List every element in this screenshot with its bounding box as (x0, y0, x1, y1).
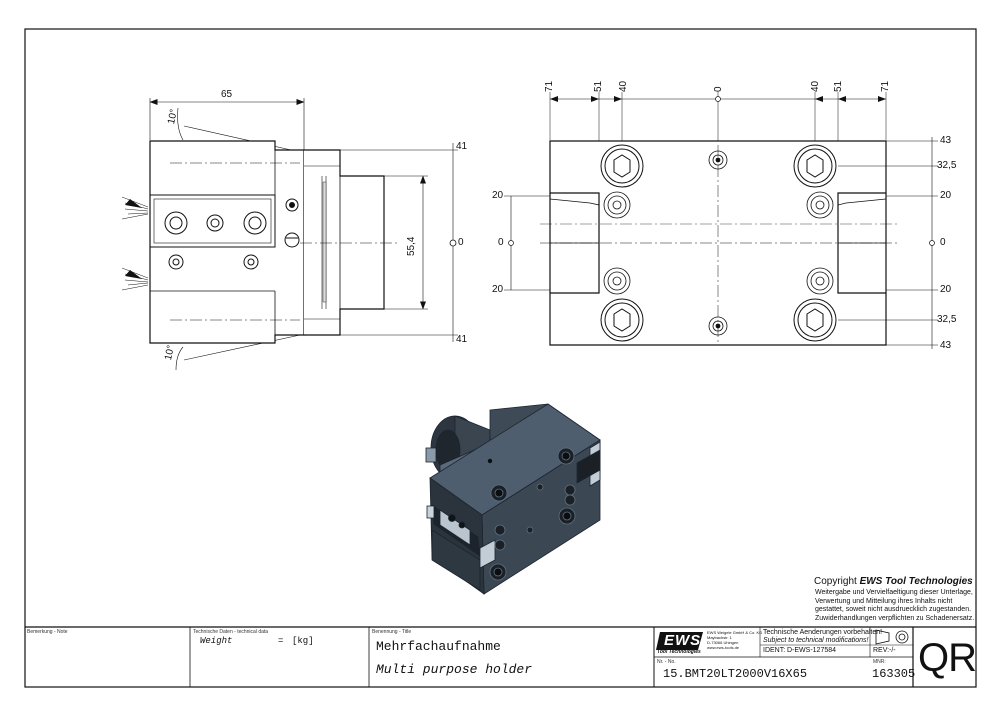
dim-width-65: 65 (221, 89, 233, 100)
techdata-label: Technische Daten - technical data (193, 629, 269, 635)
title-english: Multi purpose holder (376, 662, 533, 677)
dim-right-43-bottom: 43 (940, 340, 952, 351)
weight-unit: [kg] (292, 636, 314, 646)
dim-right-43-top: 43 (940, 135, 952, 146)
ident-label: IDENT: (763, 647, 786, 654)
dim-right-0: 0 (940, 237, 946, 248)
dim-top-71-right: 71 (880, 80, 891, 92)
copyright-line: gestattet, soweit nicht ausdruecklich zu… (815, 606, 972, 613)
rev-value: -/- (889, 647, 896, 654)
dim-right-20-bottom: 20 (940, 284, 952, 295)
dim-left-20-bottom: 20 (492, 284, 504, 295)
dim-top-40-left: 40 (618, 80, 629, 92)
dim-right-32-5-bottom: 32,5 (937, 314, 957, 325)
notice-english: Subject to technical modifications! (763, 637, 869, 644)
dim-right-bottom: 41 (456, 334, 468, 345)
title-block-frame (25, 626, 976, 687)
dim-top-40-right: 40 (810, 80, 821, 92)
remark-label: Bemerkung - Note (27, 629, 68, 635)
copyright-brand: EWS Tool Technologies (859, 576, 973, 587)
company-line: EWS Weigele GmbH & Co. KG (707, 630, 763, 635)
dim-right-top: 41 (456, 141, 468, 152)
dim-top-71-left: 71 (544, 80, 555, 92)
dim-right-32-5-top: 32,5 (937, 160, 957, 171)
copyright-text: Weitergabe und Vervielfaeltigung dieser … (815, 589, 974, 623)
ews-logo-sub: Tool Technologies (657, 649, 701, 655)
dim-right-zero: 0 (458, 237, 464, 248)
company-line: Maybachstr. 1 (707, 635, 732, 640)
company-line: www.ews-tools.de (707, 645, 740, 650)
ident-value: D-EWS-127584 (787, 647, 837, 654)
number-label: Nr. - No. (657, 659, 676, 665)
part-number: 15.BMT20LT2000V16X65 (663, 667, 808, 681)
ews-logo: EWS (664, 632, 702, 649)
title-german: Mehrfachaufnahme (376, 639, 501, 654)
copyright-line: Zuwiderhandlungen verpflichten zu Schade… (815, 614, 975, 622)
qr-label: QR (918, 636, 977, 680)
dim-top-0: 0 (713, 86, 724, 92)
dim-top-51-right: 51 (833, 80, 844, 92)
copyright-prefix: Copyright (814, 576, 860, 587)
copyright-line: Verwertung und Mitteilung ihres Inhalts … (815, 597, 953, 605)
dim-right-20-top: 20 (940, 190, 952, 201)
weight-equals: = (278, 636, 284, 646)
dim-left-0: 0 (498, 237, 504, 248)
rev-label: REV: (873, 647, 890, 654)
company-address: EWS Weigele GmbH & Co. KG Maybachstr. 1 … (707, 630, 762, 650)
dim-left-20-top: 20 (492, 190, 504, 201)
isometric-view (425, 403, 601, 595)
company-line: D-73066 Uhingen (707, 640, 739, 645)
name-label: Benennung - Title (372, 629, 412, 635)
drawing-frame (24, 28, 977, 688)
dim-top-51-left: 51 (593, 80, 604, 92)
notice-german: Technische Aenderungen vorbehalten! (763, 629, 883, 636)
mnr-label: MNR: (873, 659, 886, 665)
copyright-line: Weitergabe und Vervielfaeltigung dieser … (815, 589, 973, 596)
copyright-heading: Copyright EWS Tool Technologies (814, 576, 973, 587)
front-view (504, 92, 938, 349)
side-view (121, 98, 458, 371)
mnr-value: 163305 (872, 667, 916, 681)
dim-height-55-4: 55,4 (406, 236, 417, 256)
weight-label: Weight (200, 636, 233, 646)
